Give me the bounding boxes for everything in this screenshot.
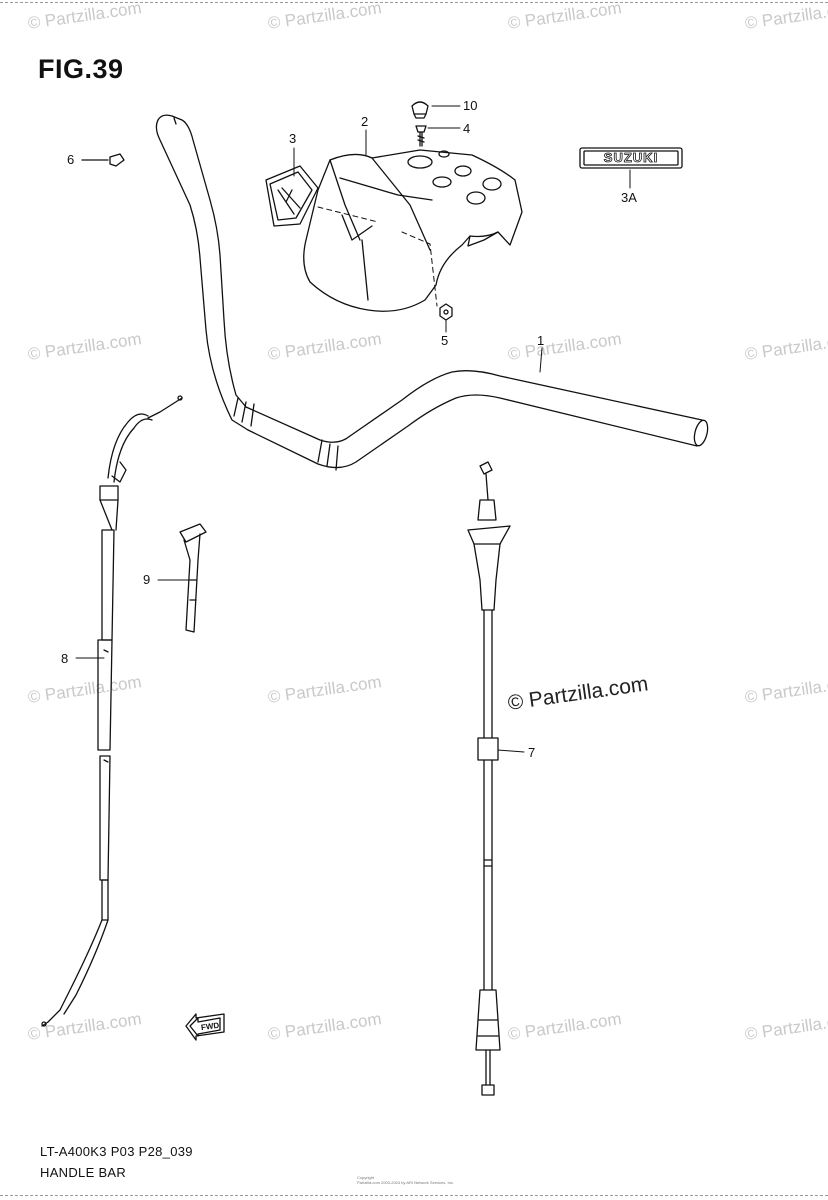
- label-part-9: 9: [143, 572, 151, 587]
- emblem-text: SUZUKI: [604, 150, 658, 165]
- handlebar-cover-part: [303, 149, 523, 312]
- copyright-line-2: Partzilla.com 2003-2024 by ARI Network S…: [357, 1180, 454, 1185]
- label-part-10: 10: [463, 98, 478, 113]
- label-part-3a: 3A: [621, 190, 637, 205]
- label-part-3: 3: [289, 131, 297, 146]
- label-part-8: 8: [61, 651, 69, 666]
- label-part-4: 4: [463, 121, 471, 136]
- part-7-cable: [467, 461, 511, 1096]
- part-5-nut: [439, 303, 453, 321]
- dashed-leaders: [317, 206, 438, 307]
- label-leaders: [75, 105, 631, 753]
- part-9-cable-tie: [179, 523, 207, 633]
- label-part-7: 7: [528, 745, 536, 760]
- part-3-plate: [265, 165, 319, 227]
- part-4-screw: [415, 125, 427, 147]
- label-part-1: 1: [537, 333, 545, 348]
- fwd-marker-text: FWD: [200, 1021, 220, 1032]
- bottom-dashed-border: [0, 1195, 828, 1196]
- label-part-2: 2: [361, 114, 369, 129]
- label-part-5: 5: [441, 333, 449, 348]
- section-title: HANDLE BAR: [40, 1165, 127, 1180]
- part-3a-emblem: [579, 147, 683, 169]
- top-dashed-border: [0, 2, 828, 3]
- copyright-notice: Copyright Partzilla.com 2003-2024 by ARI…: [357, 1175, 454, 1185]
- fwd-arrow-icon: [185, 1013, 225, 1041]
- model-code: LT-A400K3 P03 P28_039: [40, 1144, 193, 1159]
- figure-title: FIG.39: [38, 54, 124, 84]
- label-part-6: 6: [67, 152, 75, 167]
- copyright-line-1: Copyright: [357, 1175, 375, 1180]
- part-10-plug: [411, 101, 429, 119]
- handlebar-part: [155, 114, 709, 471]
- part-8-cable: [41, 395, 183, 1027]
- part-6-bolt: [81, 153, 125, 167]
